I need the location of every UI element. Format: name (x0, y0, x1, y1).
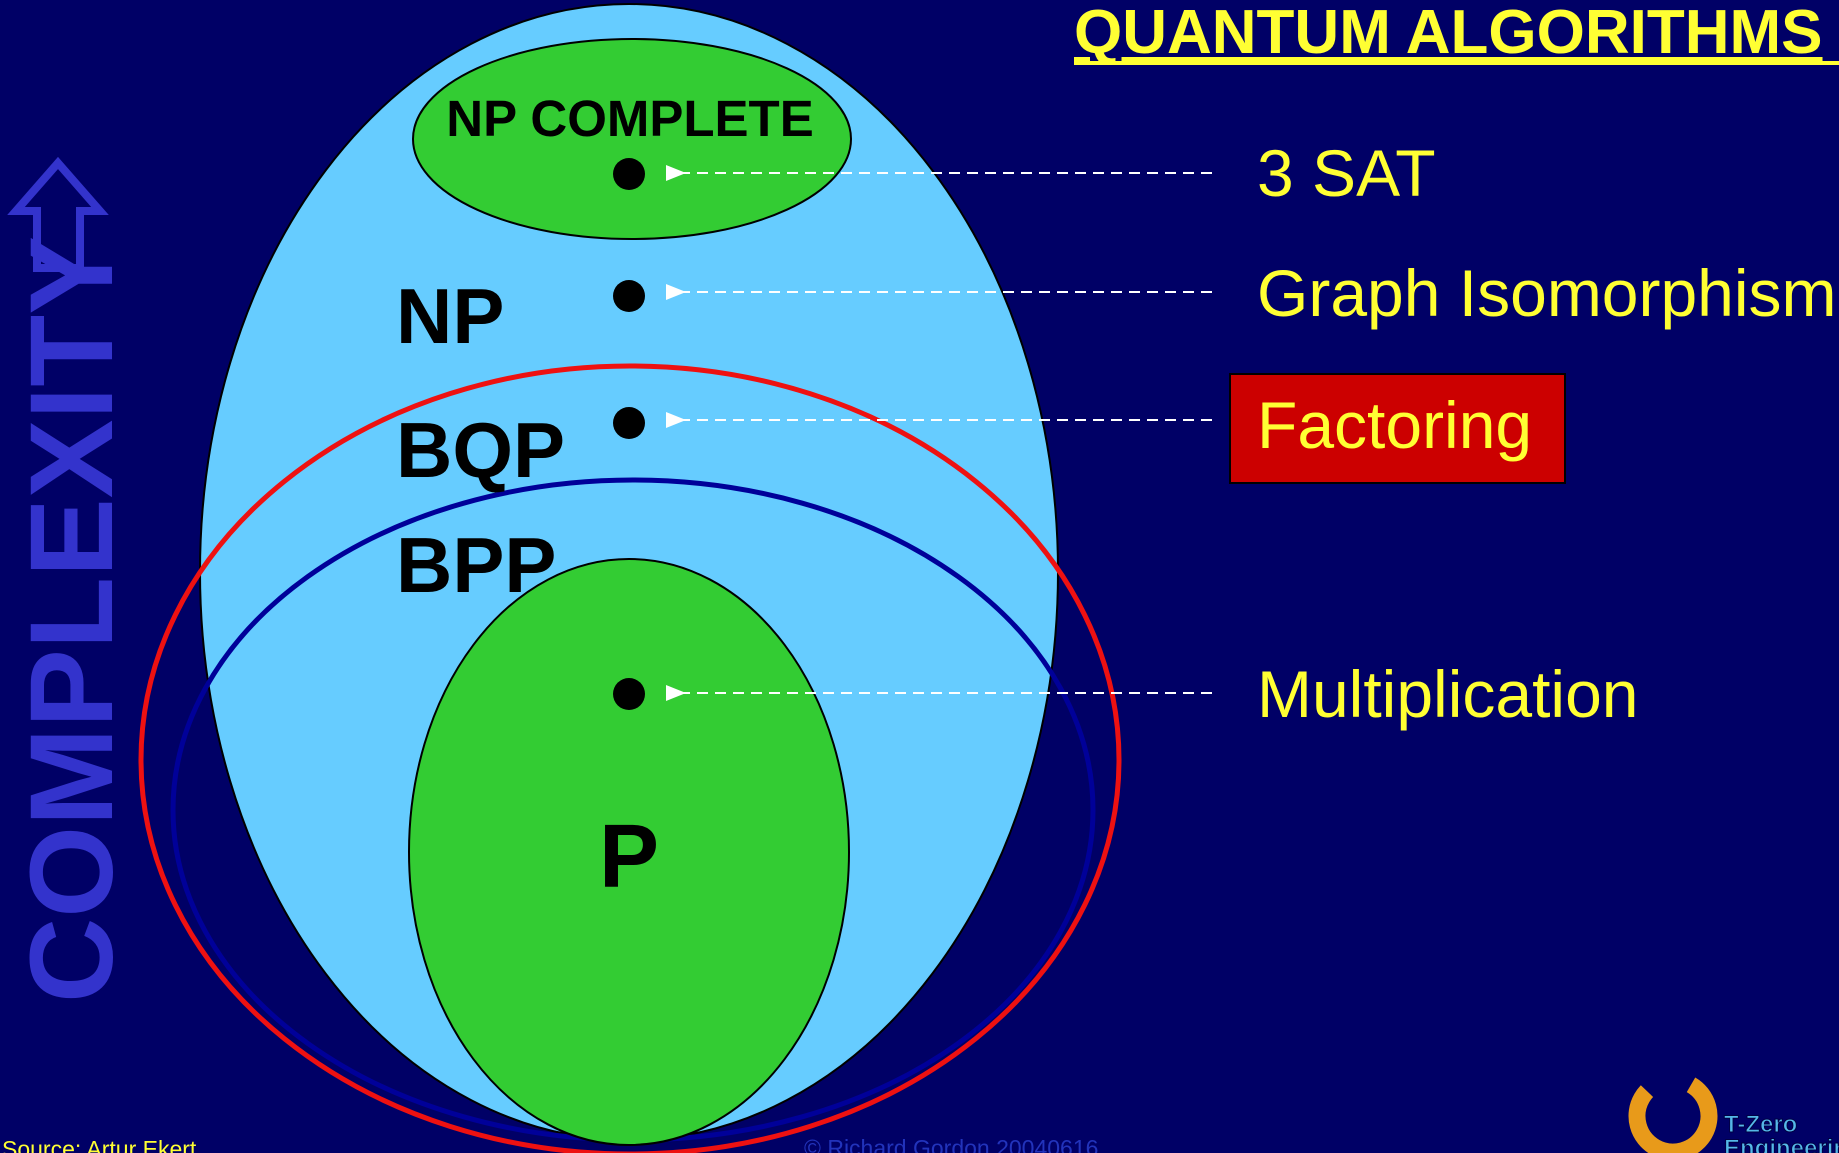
np-complete-label: NP COMPLETE (446, 90, 813, 147)
dot-3sat (613, 158, 645, 190)
dot-multiplication (613, 678, 645, 710)
problem-label-multiplication: Multiplication (1257, 657, 1639, 731)
factoring-highlight-box (1229, 373, 1566, 484)
problem-label-graph-isomorphism: Graph Isomorphism (1257, 256, 1837, 330)
p-region (408, 558, 850, 1146)
logo-ring-icon (1628, 1071, 1718, 1153)
bqp-outline (138, 363, 1122, 1153)
problem-label-3sat: 3 SAT (1257, 136, 1436, 210)
dot-graph-isomorphism (613, 280, 645, 312)
np-label: NP (396, 272, 504, 360)
p-label: P (599, 807, 659, 907)
up-arrow-icon (7, 156, 109, 272)
dot-factoring (613, 407, 645, 439)
tzero-logo: T-Zero Engineering (1628, 1071, 1839, 1153)
logo-subtitle: Engineering (1724, 1135, 1839, 1153)
bqp-label: BQP (396, 406, 565, 494)
copyright-notice: © Richard Gordon 20040616 (804, 1135, 1098, 1153)
bpp-label: BPP (396, 521, 556, 609)
logo-name: T-Zero (1724, 1111, 1797, 1138)
complexity-axis-label: COMPLEXITY (6, 236, 138, 1003)
np-complete-region (412, 38, 852, 240)
slide-title: QUANTUM ALGORITHMS (1074, 0, 1823, 67)
problem-label-factoring: Factoring (1257, 388, 1532, 462)
source-credit: Source: Artur Ekert (2, 1136, 197, 1153)
